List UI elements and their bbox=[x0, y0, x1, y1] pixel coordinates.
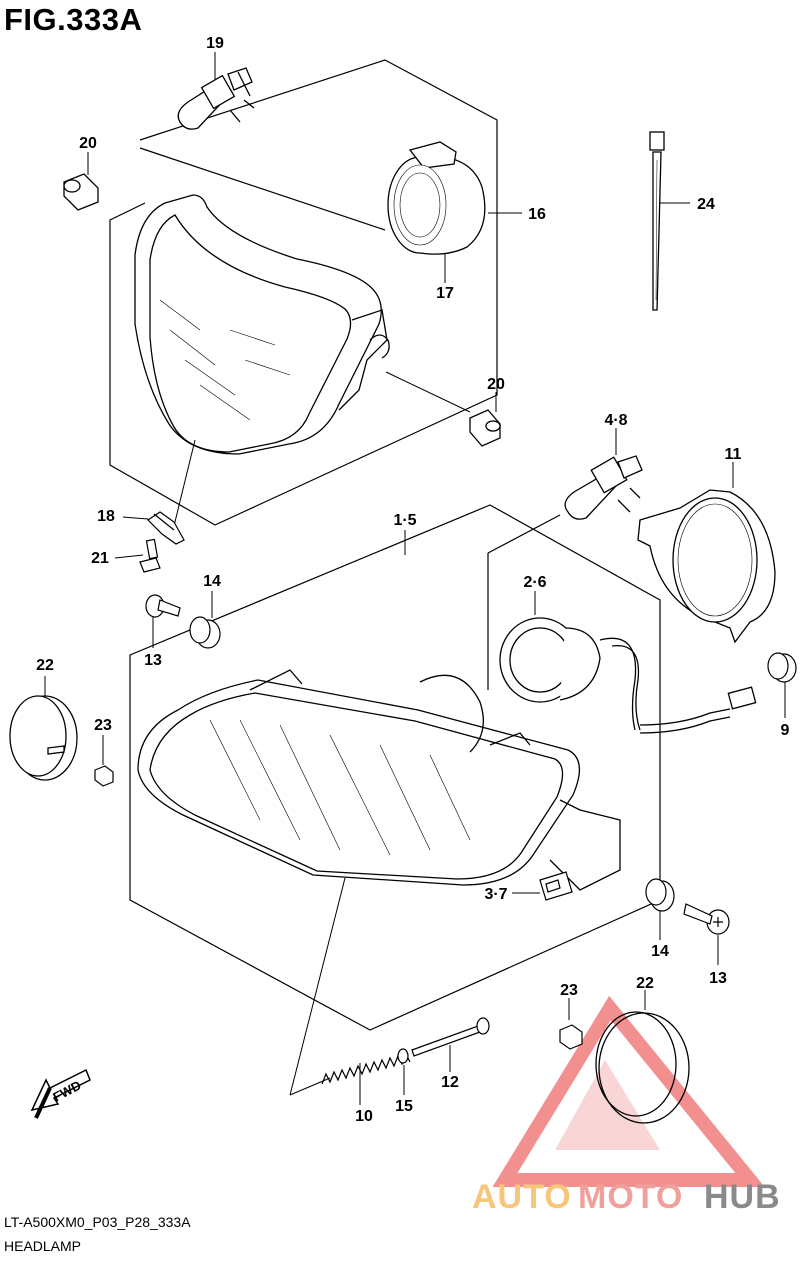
socket-cover-16 bbox=[387, 141, 486, 255]
callout-21: 21 bbox=[91, 550, 109, 567]
screw-13-right bbox=[683, 903, 730, 935]
screw-12 bbox=[411, 1017, 490, 1057]
grommet-20-upper bbox=[63, 173, 99, 211]
callout-19: 19 bbox=[206, 35, 224, 52]
watermark-moto: MOTO bbox=[578, 1178, 684, 1216]
grommet-9 bbox=[767, 652, 797, 683]
callout-12: 12 bbox=[441, 1074, 459, 1091]
callout-13: 13 bbox=[144, 652, 162, 669]
cable-tie-24 bbox=[649, 131, 665, 311]
retaining-ring-11 bbox=[637, 489, 776, 644]
grommet-14-left bbox=[189, 616, 221, 649]
callout-24: 24 bbox=[697, 196, 715, 213]
callout-14: 14 bbox=[651, 943, 669, 960]
fwd-label: FWD bbox=[50, 1077, 83, 1104]
leader-lines bbox=[44, 52, 786, 1105]
bulb-19 bbox=[177, 67, 255, 130]
washer-15 bbox=[397, 1048, 409, 1064]
callout-13: 13 bbox=[709, 970, 727, 987]
spring-10 bbox=[321, 1052, 411, 1085]
callout-11: 11 bbox=[725, 446, 742, 463]
headlamp-main-assembly bbox=[137, 669, 621, 891]
screw-21 bbox=[139, 538, 161, 573]
nut-23-right bbox=[559, 1024, 583, 1050]
callout-15: 15 bbox=[395, 1098, 413, 1115]
socket-2-6 bbox=[499, 617, 757, 734]
reflector-22-left bbox=[9, 695, 78, 781]
callout-17: 17 bbox=[436, 285, 454, 302]
callout-22: 22 bbox=[36, 657, 54, 674]
reflector-22-right bbox=[595, 1011, 690, 1124]
callout-22: 22 bbox=[636, 975, 654, 992]
callout-16: 16 bbox=[528, 206, 546, 223]
callout-23: 23 bbox=[560, 982, 578, 999]
nut-23-left bbox=[94, 765, 114, 787]
group-frames bbox=[109, 59, 661, 1031]
diagram-code: LT-A500XM0_P03_P28_333A bbox=[4, 1214, 191, 1230]
callout-1-5: 1·5 bbox=[393, 512, 416, 529]
callout-14: 14 bbox=[203, 573, 221, 590]
headlamp-upper-housing bbox=[134, 194, 390, 455]
callout-9: 9 bbox=[781, 722, 790, 739]
bracket-3-7 bbox=[539, 871, 573, 901]
clip-18 bbox=[147, 511, 185, 545]
callout-2-6: 2·6 bbox=[523, 574, 546, 591]
grommet-20-lower bbox=[469, 409, 501, 447]
screw-13-left bbox=[145, 594, 181, 618]
diagram-name: HEADLAMP bbox=[4, 1238, 82, 1254]
watermark-triangle bbox=[492, 995, 765, 1187]
figure-title: FIG.333A bbox=[4, 2, 143, 37]
callout-23: 23 bbox=[94, 717, 112, 734]
callout-20: 20 bbox=[487, 376, 505, 393]
callout-3-7: 3·7 bbox=[484, 886, 507, 903]
watermark-hub: HUB bbox=[704, 1178, 781, 1216]
forward-direction-arrow: FWD bbox=[30, 1068, 91, 1119]
watermark-auto: AUTO bbox=[472, 1178, 572, 1216]
grommet-14-right bbox=[645, 878, 675, 912]
callout-18: 18 bbox=[97, 508, 115, 525]
callout-4-8: 4·8 bbox=[604, 412, 627, 429]
callout-10: 10 bbox=[355, 1108, 373, 1125]
callout-labels: 19 20 16 17 24 20 4·8 11 18 1·5 21 14 2·6 13 22 23 9 3·7 1… bbox=[36, 35, 789, 1125]
bulb-4-8 bbox=[564, 455, 643, 520]
callout-20: 20 bbox=[79, 135, 97, 152]
